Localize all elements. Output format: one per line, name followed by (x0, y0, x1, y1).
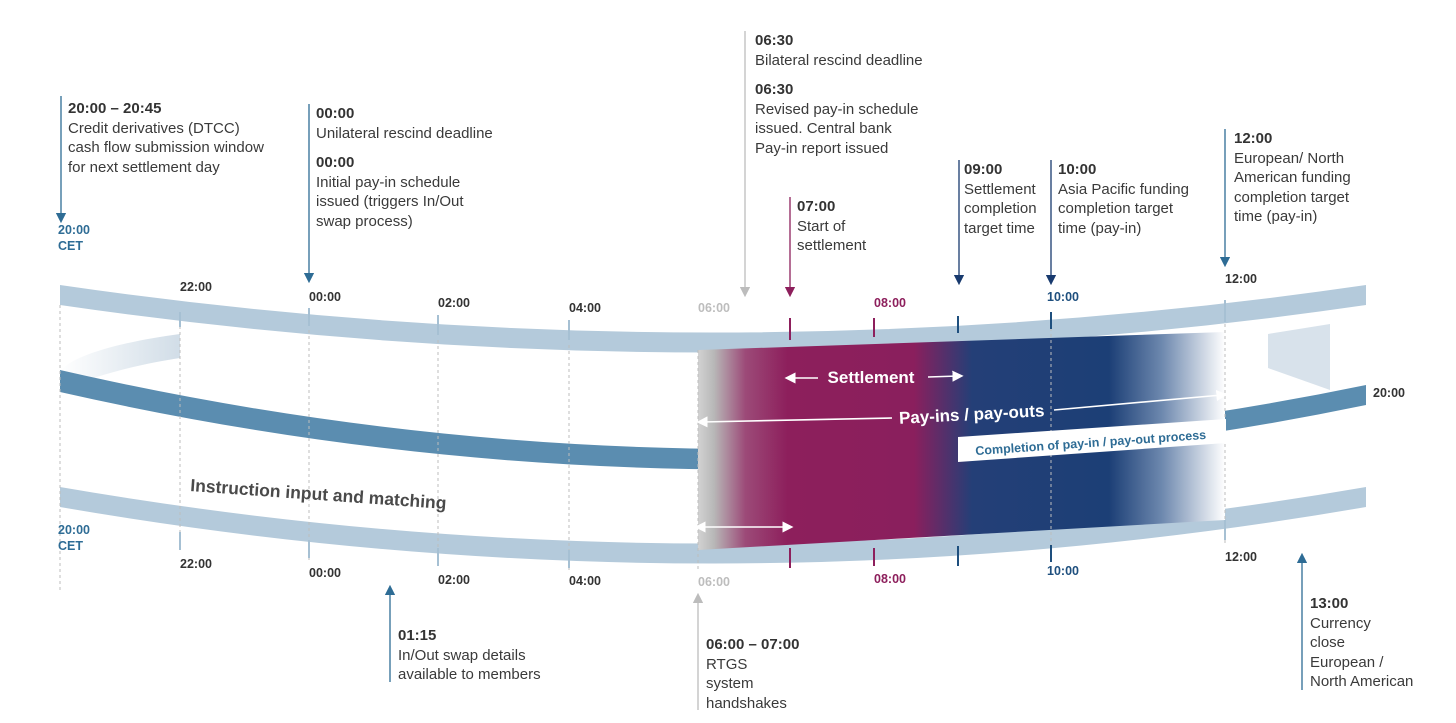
annotation-text: Bilateral rescind deadline (755, 51, 923, 69)
payins-arrow-left (696, 416, 893, 428)
annotation-text: Currency close European / North American (1310, 614, 1414, 691)
annotation-time: 00:00 (316, 105, 355, 122)
bottom-tick-label: 02:00 (438, 573, 470, 587)
annotation-inout-swap-details: 01:15 In/Out swap details available to m… (398, 626, 541, 685)
annotation-0630-group: 06:30 Bilateral rescind deadline 06:30 R… (755, 31, 923, 158)
bottom-tick-label: 04:00 (569, 574, 601, 588)
annotation-asia-pacific-funding: 10:00 Asia Pacific funding completion ta… (1058, 160, 1189, 238)
annotation-time: 06:30 (755, 81, 794, 98)
annotation-text: Initial pay-in schedule issued (triggers… (316, 173, 464, 230)
top-tick-label: 04:00 (569, 301, 601, 315)
annotation-time: 20:00 – 20:45 (68, 100, 162, 117)
bottom-tick-label: 08:00 (874, 572, 906, 586)
annotation-text: Credit derivatives (DTCC) cash flow subm… (68, 119, 264, 176)
bottom-tick-label: 06:00 (698, 575, 730, 589)
annotation-text: Asia Pacific funding completion target t… (1058, 180, 1189, 237)
annotation-settlement-completion: 09:00 Settlement completion target time (964, 160, 1037, 238)
annotation-time: 07:00 (797, 198, 836, 215)
annotation-time: 12:00 (1234, 130, 1273, 147)
annotation-time: 01:15 (398, 627, 437, 644)
instruction-input-label: Instruction input and matching (190, 475, 447, 513)
annotation-rtgs-handshakes: 06:00 – 07:00 RTGS system handshakes (706, 635, 799, 713)
settlement-label: Settlement (828, 368, 915, 387)
annotation-text: European/ North American funding complet… (1234, 149, 1351, 226)
top-tick-label: 02:00 (438, 296, 470, 310)
payins-arrow-right (1053, 389, 1228, 411)
top-tick-label: 22:00 (180, 280, 212, 294)
bottom-tick-label: 00:00 (309, 566, 341, 580)
top-tick-label: 20:00 (1373, 386, 1405, 400)
annotation-time: 13:00 (1310, 595, 1349, 612)
annotation-time: 06:30 (755, 32, 794, 49)
annotation-text: In/Out swap details available to members (398, 646, 541, 684)
annotation-time: 00:00 (316, 154, 355, 171)
annotation-dtcc-window: 20:00 – 20:45 Credit derivatives (DTCC) … (68, 99, 264, 177)
annotation-text: Unilateral rescind deadline (316, 124, 493, 142)
annotation-arrows (55, 31, 1308, 710)
top-tick-label: 08:00 (874, 296, 906, 310)
annotation-text: Revised pay-in schedule issued. Central … (755, 100, 919, 157)
bottom-tick-label: 10:00 (1047, 564, 1079, 578)
bottom-tick-label: 12:00 (1225, 550, 1257, 564)
ring-back-right (1268, 324, 1330, 390)
ring-bottom (60, 487, 1366, 564)
annotation-time: 06:00 – 07:00 (706, 636, 800, 653)
annotation-text: Settlement completion target time (964, 180, 1037, 237)
top-tick-label: 00:00 (309, 290, 341, 304)
block-tick-marks (179, 300, 1226, 568)
annotation-0000-group: 00:00 Unilateral rescind deadline 00:00 … (316, 104, 493, 231)
annotation-time: 10:00 (1058, 161, 1097, 178)
completion-label-box (958, 419, 1226, 462)
annotation-currency-close: 13:00 Currency close European / North Am… (1310, 594, 1413, 692)
annotation-text: RTGS system handshakes (706, 655, 787, 712)
annotation-european-na-funding: 12:00 European/ North American funding c… (1234, 129, 1351, 227)
annotation-start-of-settlement: 07:00 Start of settlement (797, 197, 866, 256)
annotation-text: Start of settlement (797, 217, 867, 255)
top-tick-label: 12:00 (1225, 272, 1257, 286)
settlement-arrow-right (927, 370, 964, 382)
top-tick-label: 10:00 (1047, 290, 1079, 304)
ring-top (60, 285, 1366, 353)
bottom-tick-label: 22:00 (180, 557, 212, 571)
top-tick-label: 06:00 (698, 301, 730, 315)
annotation-time: 09:00 (964, 161, 1003, 178)
